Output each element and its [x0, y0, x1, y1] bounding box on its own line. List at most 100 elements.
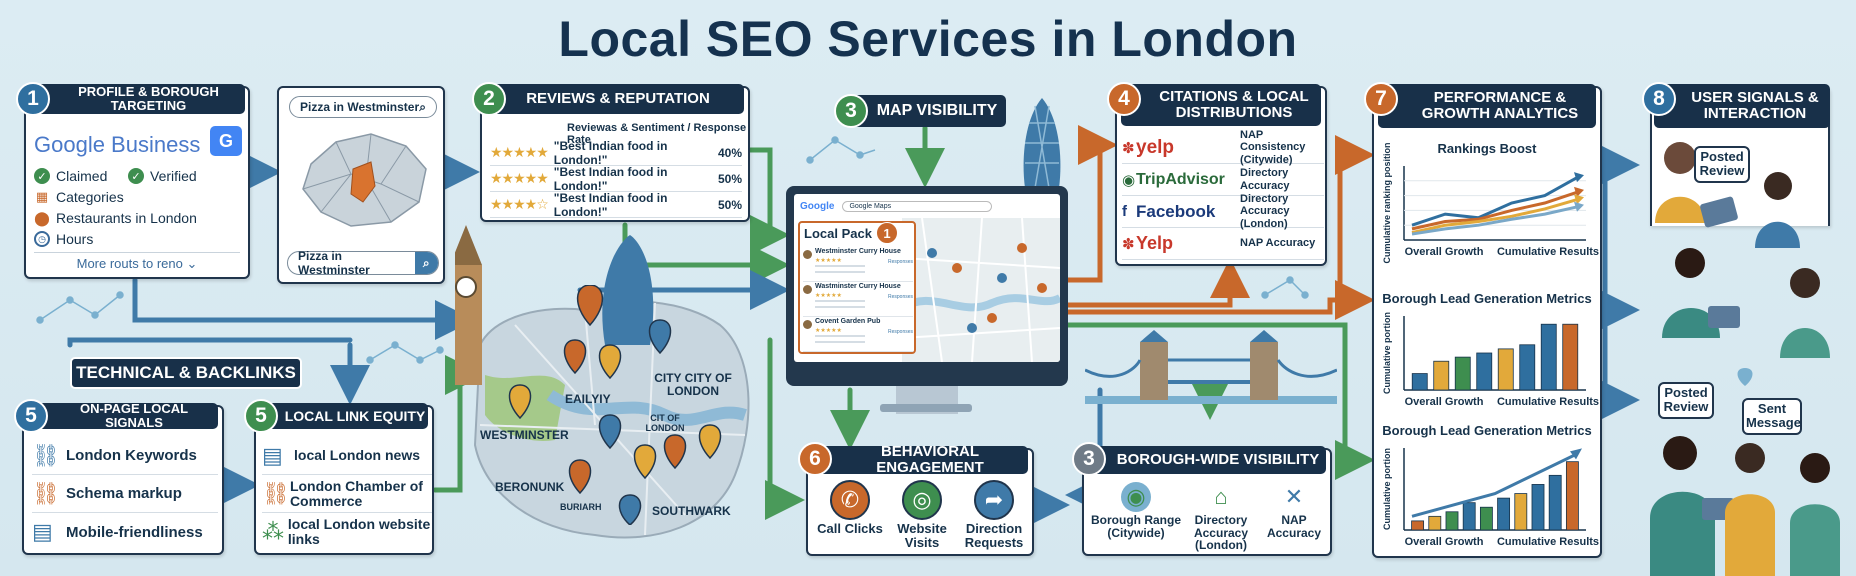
- borough-item: ◉Borough Range (Citywide): [1088, 482, 1184, 556]
- listing-name: Covent Garden Pub: [815, 318, 881, 325]
- listing-pin-icon: [803, 320, 812, 329]
- chart-bar: [1497, 348, 1514, 391]
- link-list: ▤local London news⛓London Chamber of Com…: [262, 437, 432, 551]
- onpage-item: ⛓ Schema markup: [32, 475, 218, 513]
- onpage-item: ⛓London Keywords: [32, 437, 218, 475]
- maps-canvas[interactable]: [899, 217, 1060, 362]
- local-pack-listing[interactable]: Wastminster Curry House★★★★★Responses: [803, 282, 913, 317]
- chart-series-line: [1411, 190, 1579, 231]
- listing-action[interactable]: Responses: [887, 329, 913, 335]
- chart-title: Borough Lead Generation Metrics: [1382, 291, 1591, 306]
- categories-row[interactable]: ▦ Categories: [35, 189, 124, 205]
- chart-bar: [1428, 515, 1442, 531]
- chart-bar: [1411, 373, 1428, 391]
- listing-action[interactable]: Responses: [887, 259, 913, 265]
- search-top-input[interactable]: Pizza in Westminster ⌕: [289, 96, 437, 118]
- listing-action[interactable]: Responses: [887, 294, 913, 300]
- local-pack-listing[interactable]: Westminster Curry House★★★★★Responses: [803, 247, 913, 282]
- citation-label: NAP Consistency (Citywide): [1240, 129, 1306, 166]
- phone-icon: ✆: [830, 480, 870, 520]
- review-row: ★★★★★"Best Indian food in London!"50%: [490, 165, 742, 193]
- citation-label: NAP Accuracy: [1240, 237, 1316, 250]
- step-number-5b: 5: [244, 399, 278, 433]
- onpage-item-label: Schema markup: [66, 485, 182, 502]
- chart-arrowhead: [1574, 186, 1584, 197]
- citation-label: Directory Accuracy: [1240, 167, 1290, 192]
- link-item: ⁂local London website links: [262, 513, 432, 551]
- label-southwark: SOUTHWARK: [652, 504, 731, 518]
- link-item-label: local London website links: [287, 516, 431, 547]
- chart-bar: [1411, 520, 1425, 531]
- step-number-7: 7: [1364, 82, 1398, 116]
- users-illustration: [1650, 142, 1840, 576]
- restaurants-row[interactable]: ⬤ Restaurants in London: [34, 209, 197, 227]
- shop-icon: G: [210, 126, 242, 156]
- map-visibility-header: MAP VISIBILITY: [844, 95, 1006, 127]
- onpage-item: ▤Mobile-friendliness: [32, 513, 218, 551]
- step-number-3: 3: [834, 94, 868, 128]
- onpage-list: ⛓London Keywords ⛓ Schema markup ▤Mobile-fr…: [32, 437, 218, 551]
- chart-xlabel-right: Cumulative Results: [1497, 536, 1599, 548]
- behavioral-list: ✆Call Clicks◎Website Visits➦Direction Re…: [814, 480, 1030, 556]
- behavioral-item[interactable]: ✆Call Clicks: [815, 480, 885, 556]
- listing-name: Westminster Curry House: [815, 248, 901, 255]
- building-icon: ⌂: [1206, 482, 1236, 512]
- behavioral-item[interactable]: ➦Direction Requests: [959, 480, 1029, 556]
- performance-header: PERFORMANCE & GROWTH ANALYTICS: [1378, 84, 1596, 128]
- borough-item: ⌂Directory Accuracy (London): [1185, 482, 1257, 556]
- listing-pin-icon: [803, 250, 812, 259]
- listing-details-icon: [815, 265, 865, 273]
- chart-arrowhead: [1574, 194, 1584, 205]
- chart-trend-line: [1411, 453, 1577, 518]
- step-number-6: 6: [798, 442, 832, 476]
- newspaper-icon: ▤: [262, 442, 283, 468]
- local-pack-listing[interactable]: Covent Garden Pub★★★★★Responses: [803, 317, 913, 352]
- local-pack-title: Local Pack: [804, 226, 872, 241]
- review-list: ★★★★★"Best Indian food in London!"40%★★★…: [490, 139, 742, 219]
- link-item: ⛓London Chamber of Commerce: [262, 475, 432, 513]
- citations-header: CITATIONS & LOCAL DISTRIBUTIONS: [1121, 84, 1321, 126]
- citation-brand: yelp: [1136, 136, 1175, 158]
- review-quote: "Best Indian food in London!": [553, 190, 668, 219]
- response-rate: 50%: [717, 171, 742, 186]
- gherkin-icon: [1023, 98, 1061, 188]
- chart-bar: [1433, 360, 1450, 391]
- review-row: ★★★★☆"Best Indian food in London!"50%: [490, 190, 742, 219]
- onpage-item-label: Mobile-friendliness: [66, 523, 203, 541]
- link-item: ▤local London news: [262, 437, 432, 475]
- check-icon: ✓: [34, 168, 50, 184]
- link-equity-header: LOCAL LINK EQUITY: [260, 403, 428, 429]
- behavioral-label: Call Clicks: [817, 521, 883, 536]
- tower-bridge-icon: [1085, 330, 1337, 404]
- search-bottom-input[interactable]: Pizza in Westminster ⌕: [287, 249, 439, 277]
- more-link[interactable]: More routs to reno ⌄: [76, 256, 198, 271]
- behavioral-item[interactable]: ◎Website Visits: [887, 480, 957, 556]
- borough-header: BOROUGH-WIDE VISIBILITY: [1088, 446, 1326, 474]
- brand-logo-icon: ◉: [1122, 171, 1136, 189]
- hours-row[interactable]: ◷ Hours: [34, 231, 93, 247]
- step-number-4: 4: [1107, 82, 1141, 116]
- monitor-base: [880, 404, 972, 412]
- tools-icon: ✕: [1279, 482, 1309, 512]
- reviews-subheader: Reviewas & Sentiment / Response Rate: [567, 122, 747, 146]
- behavioral-label: Direction Requests: [964, 521, 1024, 550]
- listing-details-icon: [815, 335, 865, 343]
- search-button-icon[interactable]: ⌕: [414, 252, 438, 274]
- schema-chain-icon: ⛓: [32, 480, 60, 506]
- citation-brand: TripAdvisor: [1136, 170, 1225, 188]
- citation-brand: Facebook: [1136, 201, 1216, 221]
- response-rate: 40%: [717, 145, 742, 160]
- pin-icon: ⬤: [34, 209, 50, 226]
- reviews-header: REVIEWS & REPUTATION: [486, 84, 744, 114]
- chart-bar: [1540, 323, 1557, 391]
- maps-search-bar[interactable]: Google Google Maps: [800, 199, 1054, 213]
- chart-ylabel: Cumulative portion: [1382, 312, 1392, 394]
- chart-xlabel-left: Overall Growth: [1405, 536, 1484, 548]
- bubble-sent-message: Sent Message: [1742, 398, 1802, 435]
- label-city: CITY CITY OF LONDON: [654, 371, 732, 399]
- brand-logo-icon: ✽: [1122, 139, 1135, 157]
- local-pack-panel: Local Pack 1 Westminster Curry House★★★★…: [798, 221, 916, 354]
- local-pack-rank: 1: [876, 222, 898, 244]
